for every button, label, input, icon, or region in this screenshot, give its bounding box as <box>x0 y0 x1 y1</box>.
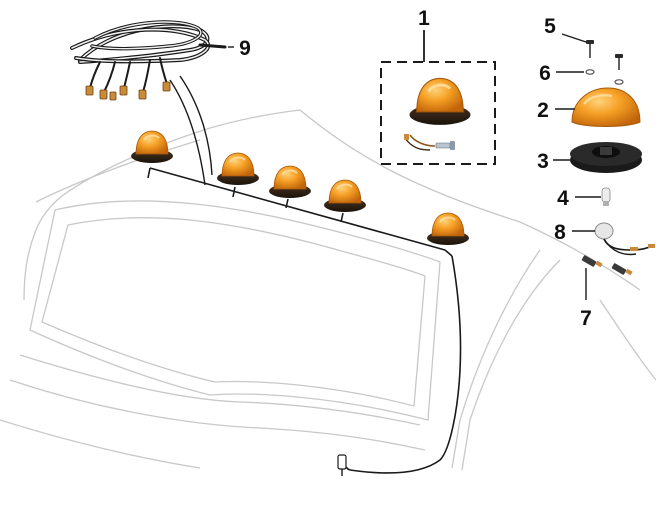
harness-leader-lines <box>169 75 213 186</box>
wire-connector-icon <box>581 255 633 276</box>
callout-5: 5 <box>544 15 556 38</box>
callout-6: 6 <box>539 62 551 85</box>
callout-2: 2 <box>537 99 549 122</box>
roof-lamp <box>268 165 312 199</box>
screw-icon <box>615 54 623 70</box>
callout-9: 9 <box>239 37 251 60</box>
wiring-harness-bundle <box>70 20 227 93</box>
bulb-socket-pigtail <box>594 222 655 256</box>
callout-4: 4 <box>557 187 569 210</box>
callout-3: 3 <box>537 150 549 173</box>
harness-terminals <box>85 81 171 101</box>
complete-lamp-kit-box <box>380 61 496 165</box>
roof-wiring-harness <box>147 167 462 474</box>
mounting-screw-icon <box>435 141 455 150</box>
callout-8: 8 <box>554 221 566 244</box>
screw-icon <box>586 40 594 58</box>
washer-icon <box>585 69 595 75</box>
roof-lamp <box>216 152 260 186</box>
lamp-base <box>570 142 642 173</box>
roof-lamp <box>426 212 470 246</box>
leader-line-5 <box>561 33 587 43</box>
roof-lamp <box>323 179 367 213</box>
roof-lamp <box>130 130 174 164</box>
harness-connector <box>337 454 347 476</box>
truck-cab-outline <box>0 109 656 471</box>
callout-7: 7 <box>580 307 592 330</box>
bulb-icon <box>601 187 611 206</box>
callout-1: 1 <box>418 7 430 30</box>
amber-lens <box>571 87 641 127</box>
washer-icon <box>614 79 624 85</box>
